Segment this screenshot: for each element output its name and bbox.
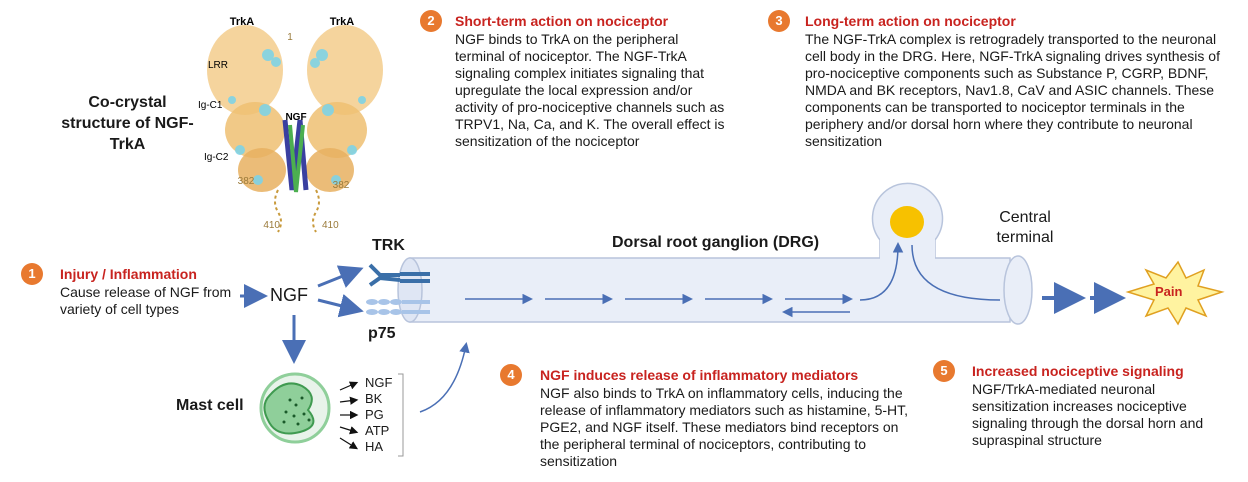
step-4-badge: 4 bbox=[500, 364, 522, 386]
p75-receptor-icon bbox=[366, 299, 430, 315]
neuron-shape bbox=[397, 182, 1033, 325]
cell-nucleus bbox=[890, 206, 924, 238]
ngf-structure-label: NGF bbox=[285, 112, 306, 123]
trk-receptor-icon bbox=[368, 263, 430, 287]
trk-label: TRK bbox=[372, 237, 405, 254]
p75-label: p75 bbox=[368, 325, 396, 342]
step-2-title: Short-term action on nociceptor bbox=[455, 13, 669, 29]
mediator-list: NGF BK PG ATP HA bbox=[365, 375, 392, 455]
step-1-title: Injury / Inflammation bbox=[60, 266, 197, 282]
mediator-item: ATP bbox=[365, 423, 390, 438]
ngf-label: NGF bbox=[270, 285, 308, 305]
step-4-title: NGF induces release of inflammatory medi… bbox=[540, 367, 859, 383]
step-3-badge: 3 bbox=[768, 10, 790, 32]
step-5-title: Increased nociceptive signaling bbox=[972, 363, 1184, 379]
step-5-body: NGF/TrkA-mediated neuronal sensitization… bbox=[972, 381, 1204, 448]
step-1-body: Cause release of NGF from variety of cel… bbox=[60, 284, 232, 317]
mediator-bracket bbox=[398, 373, 404, 457]
crystal-title: Co-crystal structure of NGF-TrkA bbox=[61, 94, 194, 153]
step-5-badge: 5 bbox=[933, 360, 955, 382]
mediator-item: BK bbox=[365, 391, 383, 406]
residue-410-left-label: 410 bbox=[263, 220, 280, 231]
pathway-arrows bbox=[240, 242, 1126, 413]
ig-c1-label: Ig-C1 bbox=[198, 100, 223, 111]
step-1-badge: 1 bbox=[21, 263, 43, 285]
residue-382-right-label: 382 bbox=[333, 180, 350, 191]
trka-left-label: TrkA bbox=[230, 16, 255, 28]
residue-410-right-label: 410 bbox=[322, 220, 339, 231]
mast-cell-icon bbox=[259, 372, 331, 444]
residue-1-label: 1 bbox=[287, 32, 293, 43]
step-3-body: The NGF-TrkA complex is retrogradely tra… bbox=[805, 31, 1220, 149]
residue-382-left-label: 382 bbox=[238, 176, 255, 187]
mediator-item: PG bbox=[365, 407, 384, 422]
step-3-title: Long-term action on nociceptor bbox=[805, 13, 1016, 29]
ig-c2-label: Ig-C2 bbox=[204, 152, 229, 163]
step-4-body: NGF also binds to TrkA on inflammatory c… bbox=[540, 385, 909, 469]
central-terminal-label: Central terminal bbox=[996, 209, 1054, 246]
mediator-arrows bbox=[339, 381, 359, 450]
drg-label: Dorsal root ganglion (DRG) bbox=[612, 234, 820, 251]
crystal-structure-image bbox=[207, 25, 383, 233]
trka-right-label: TrkA bbox=[330, 16, 355, 28]
mediator-item: HA bbox=[365, 439, 384, 454]
pain-burst-shape bbox=[1125, 260, 1225, 326]
mediator-item: NGF bbox=[365, 375, 393, 390]
lrr-label: LRR bbox=[208, 60, 228, 71]
step-2-body: NGF binds to TrkA on the peripheral term… bbox=[455, 31, 725, 149]
step-2-badge: 2 bbox=[420, 10, 442, 32]
mast-cell-label: Mast cell bbox=[176, 397, 244, 414]
pain-label: Pain bbox=[1155, 284, 1183, 299]
